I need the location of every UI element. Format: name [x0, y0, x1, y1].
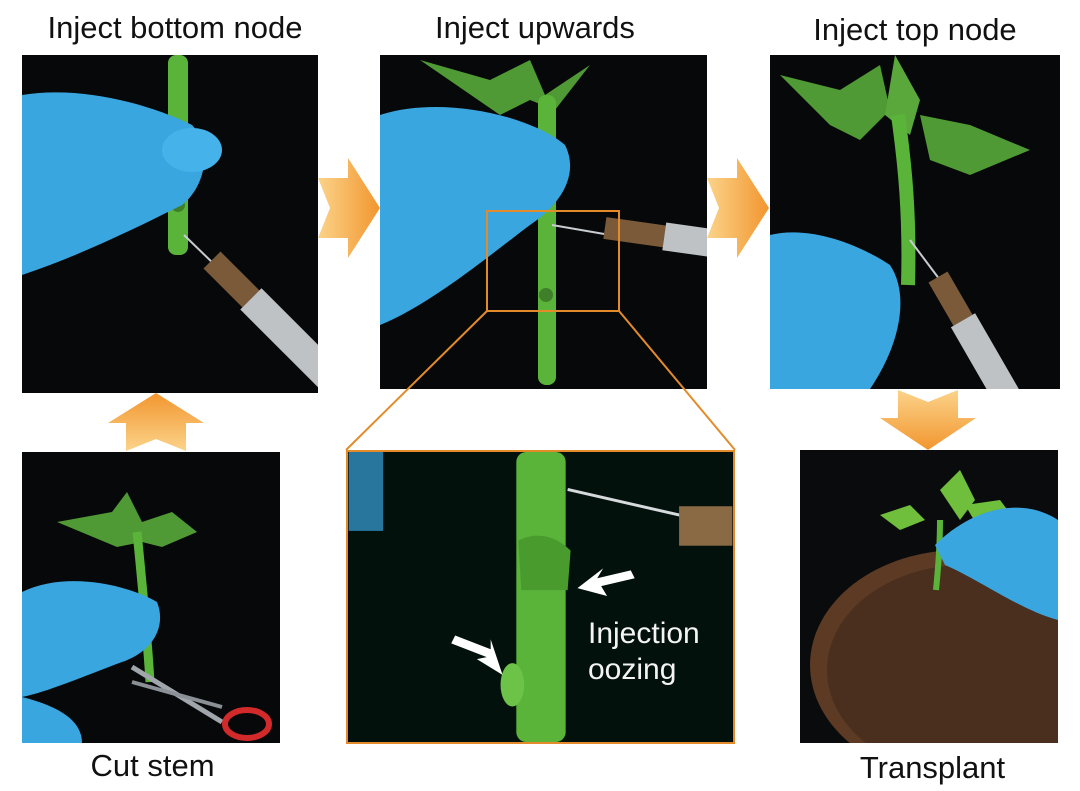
annotation-line-2: oozing — [588, 653, 677, 686]
glove-shape — [935, 507, 1058, 620]
arrow-up — [108, 393, 204, 451]
label-transplant: Transplant — [859, 750, 1006, 785]
photo-inject-top-illustration — [770, 55, 1060, 389]
leaf-shape — [57, 492, 197, 547]
label-inject-top-node: Inject top node — [813, 12, 1017, 47]
soil-area — [827, 565, 1058, 743]
annotation-line-1: Injection — [588, 617, 700, 650]
glove-shape — [22, 581, 161, 697]
zoom-highlight-frame — [486, 210, 620, 312]
syringe-shape — [928, 271, 1021, 389]
white-arrow-upper — [577, 568, 635, 597]
leaf-shape — [940, 470, 975, 520]
scissors-shape — [130, 664, 272, 741]
stem-shape — [516, 452, 566, 742]
photo-inject-bottom-node — [22, 55, 318, 393]
zoom-callout-photo: Injection oozing — [346, 450, 735, 744]
glove-shape — [22, 92, 205, 275]
arrow-right-2 — [707, 158, 769, 258]
photo-inject-bottom-illustration — [22, 55, 318, 393]
label-inject-upwards: Inject upwards — [435, 10, 635, 45]
photo-cut-stem-illustration — [22, 452, 280, 743]
glove-shape — [380, 106, 571, 325]
stem-shape — [933, 519, 943, 591]
stem-shape — [891, 114, 916, 286]
arrow-right-1 — [318, 158, 380, 258]
arrow-down — [880, 390, 976, 450]
syringe-shape — [203, 251, 318, 388]
photo-inject-top-node — [770, 55, 1060, 389]
annotation-injection-oozing: Injection oozing — [588, 616, 700, 688]
leaf-shape — [920, 115, 1030, 175]
photo-inject-upwards — [380, 55, 707, 389]
zoom-callout-illustration — [348, 452, 733, 742]
leaf-shape — [780, 65, 890, 140]
label-cut-stem: Cut stem — [90, 748, 215, 783]
label-inject-bottom-node: Inject bottom node — [47, 10, 303, 45]
photo-inject-upwards-illustration — [380, 55, 707, 389]
node-bump — [500, 663, 525, 707]
white-arrow-lower — [451, 635, 503, 675]
photo-transplant — [800, 450, 1058, 743]
leaf-shape — [880, 505, 925, 530]
photo-cut-stem — [22, 452, 280, 743]
glove-shape — [770, 232, 901, 389]
photo-transplant-illustration — [800, 450, 1058, 743]
